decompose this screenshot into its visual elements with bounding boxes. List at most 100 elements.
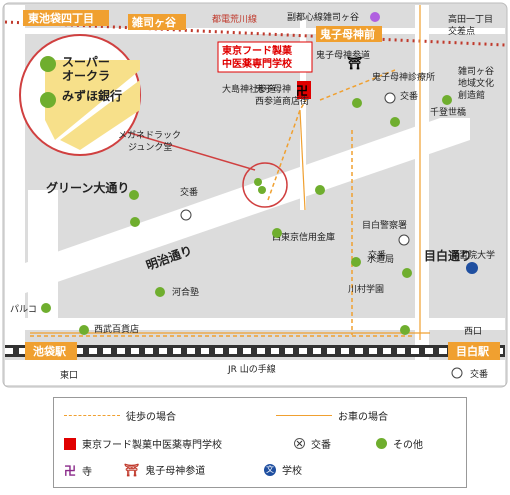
- facility-dot: [155, 287, 165, 297]
- mejiro-road: [415, 5, 429, 385]
- left-edge-road: [5, 5, 25, 345]
- car-line-icon: [276, 415, 332, 416]
- legend-other: その他: [376, 436, 423, 451]
- shrine-icon: ⛩: [347, 56, 363, 70]
- nishisando-label-1: 鬼子母神: [255, 83, 291, 95]
- koban-top-label: 交番: [400, 90, 418, 102]
- mejiro-station-box: [448, 342, 500, 360]
- station-road: [5, 318, 505, 330]
- facility-dot: [390, 117, 400, 127]
- green-road-label: グリーン大通り: [46, 180, 129, 195]
- legend-shrine: ⛩ 鬼子母神参道: [124, 462, 206, 478]
- police-label: 目白警察署: [362, 219, 407, 231]
- koban-bottom-label: 交番: [470, 368, 488, 380]
- toden-label: 都電荒川線: [212, 13, 257, 25]
- facility-dot: [79, 325, 89, 335]
- zoshigaya-box: [128, 14, 186, 30]
- mejiro-station: 目白駅: [456, 344, 489, 358]
- culture-label-2: 地域文化: [458, 77, 494, 89]
- kishimojin-mae-box: [316, 26, 382, 42]
- takada-label-2: 交差点: [448, 25, 475, 37]
- senshu-bridge-label: 千登世橋: [430, 106, 466, 118]
- map-legend: 徒歩の場合 お車の場合 東京フード製菓中医薬専門学校 交番 その他 卍 寺 ⛩ …: [53, 397, 467, 488]
- car-route: [299, 109, 306, 211]
- zoom-circle: [242, 162, 288, 208]
- legend-gakkou: 文 学校: [264, 462, 302, 477]
- facility-dot: [400, 325, 410, 335]
- nishitokyo-label: 西東京信用金庫: [272, 231, 335, 243]
- legend-other-label: その他: [393, 440, 423, 451]
- oshima-label: 大島神社参道: [222, 83, 276, 95]
- jr-line: [5, 345, 505, 357]
- facility-dot: [402, 268, 412, 278]
- higashiguchi-label: 東口: [60, 369, 78, 381]
- torii-icon: ⛩: [124, 462, 140, 477]
- school-label-1: 東京フード製菓: [222, 44, 293, 57]
- gakushuin-school-icon: [466, 262, 478, 274]
- meiji-road: [5, 118, 470, 300]
- temple-icon: 卍: [64, 464, 77, 478]
- legend-shrine-label: 鬼子母神参道: [145, 466, 206, 477]
- gakushuin-label: 学習院大学: [450, 249, 495, 261]
- megane-label-2: ジュンク堂: [128, 141, 172, 153]
- legend-walk-label: 徒歩の場合: [126, 412, 176, 423]
- seibu-label: 西武百貨店: [94, 323, 139, 335]
- fukutoshin-station-dot: [370, 12, 380, 22]
- ikebukuro-station: 池袋駅: [33, 344, 66, 358]
- walk-line-icon: [64, 415, 120, 416]
- koban-left-label: 交番: [180, 186, 198, 198]
- legend-school: 東京フード製菓中医薬専門学校: [64, 436, 222, 451]
- legend-koban-label: 交番: [311, 440, 331, 451]
- school-square-icon: [64, 437, 76, 450]
- zoom-dot-2: [258, 186, 266, 194]
- sando-road: [300, 20, 306, 210]
- takada-label: 高田一丁目: [448, 13, 493, 25]
- inset-block: [45, 60, 140, 140]
- higashi-ikebukuro-label: 東池袋四丁目: [28, 11, 94, 25]
- clinic-label: 鬼子母神診療所: [372, 71, 435, 83]
- legend-walk: 徒歩の場合: [64, 408, 176, 423]
- facility-dot: [351, 257, 361, 267]
- jr-label: JR 山の手線: [227, 363, 276, 375]
- inset-super-1: スーパー: [62, 55, 110, 69]
- kishimojin-sando-label: 鬼子母神参道: [316, 49, 370, 61]
- legend-koban: 交番: [294, 436, 331, 451]
- culture-label-3: 創造館: [458, 89, 485, 101]
- school-marker: [297, 81, 311, 99]
- legend-car: お車の場合: [276, 408, 388, 423]
- higashi-ikebukuro-box: [23, 10, 109, 26]
- legend-school-label: 東京フード製菓中医薬専門学校: [82, 440, 222, 451]
- parco-label: パルコ: [10, 304, 37, 315]
- kawamura-label: 川村学園: [348, 283, 384, 295]
- green-dot-icon: [376, 438, 387, 449]
- waterworks-label: 水道局: [367, 253, 394, 265]
- mejiro-road-label: 目白通り: [424, 248, 472, 263]
- ikebukuro-station-box: [25, 342, 77, 360]
- zoshigaya-label: 雑司ヶ谷: [131, 15, 177, 29]
- top-road: [5, 28, 505, 34]
- bottom-road: [5, 360, 505, 385]
- nishisando-label-2: 西参道商店街: [255, 95, 309, 107]
- facility-dot: [315, 185, 325, 195]
- walk-route: [267, 99, 307, 201]
- legend-temple-label: 寺: [82, 467, 93, 478]
- megane-label-1: メガネドラック: [118, 130, 181, 141]
- inset-super-dot: [40, 56, 56, 72]
- koban-mid-label: 交番: [368, 249, 386, 261]
- facility-dot: [442, 95, 452, 105]
- facility-dot: [129, 190, 139, 200]
- legend-temple: 卍 寺: [64, 462, 92, 479]
- school-icon: 文: [264, 463, 276, 476]
- facility-dot: [130, 217, 140, 227]
- zoom-dot-1: [254, 178, 262, 186]
- inset-mizuho-dot: [40, 92, 56, 108]
- koban-icon: [398, 234, 410, 246]
- koban-icon: [180, 209, 192, 221]
- inset-mizuho: みずほ銀行: [62, 88, 122, 103]
- koban-icon: [294, 438, 305, 449]
- facility-dot: [272, 228, 282, 238]
- school-label-box: [217, 41, 313, 73]
- kawaijuku-label: 河合塾: [172, 286, 199, 298]
- legend-gakkou-label: 学校: [282, 466, 302, 477]
